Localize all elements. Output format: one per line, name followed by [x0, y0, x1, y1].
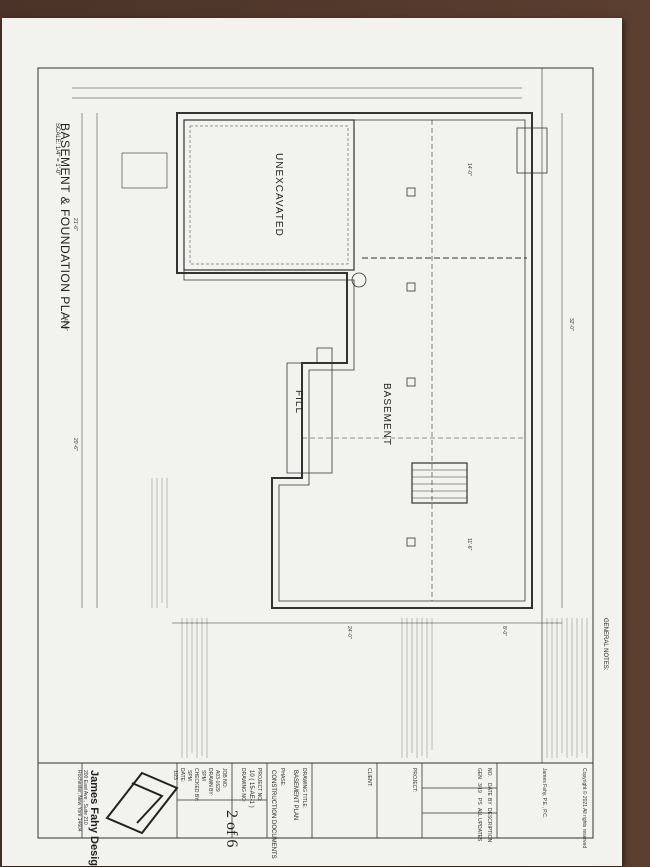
room-fill: FILL: [293, 390, 304, 415]
revision-header-date: DATE: [486, 783, 492, 796]
checked-by-value: SPM: [186, 770, 192, 781]
client-label: CLIENT:: [366, 768, 372, 787]
sump-pit: [351, 272, 367, 288]
unexcavated-footing: [189, 125, 349, 265]
checked-by-label: CHECKED BY:: [193, 768, 199, 802]
drawing-no-label: DRAWING NO:: [240, 768, 246, 803]
project-label: PROJECT:: [411, 768, 417, 793]
pier: [406, 187, 416, 197]
phase-label: PHASE:: [279, 768, 285, 787]
unexcavated-area: [183, 119, 355, 271]
dimension-label: 21'-6": [72, 218, 78, 231]
pier: [406, 537, 416, 547]
note-box: [121, 152, 168, 189]
date-label: DATE:: [179, 768, 185, 783]
drawn-by-value: SPM: [200, 770, 206, 781]
dimension-label: 42'-0": [62, 318, 68, 331]
pier: [406, 282, 416, 292]
floor-plan-drawing: [37, 67, 594, 839]
sheet-border: [37, 67, 594, 839]
revision-description: ALL UPDATES: [476, 808, 482, 842]
firm-logo: [105, 771, 179, 835]
dimension-label: 11'-6": [466, 538, 472, 551]
drawing-scale: SCALE: 1/4" = 1'-0": [54, 123, 60, 176]
project-no-label: PROJECT NO:: [256, 768, 262, 802]
drawing-title-value: BASEMENT PLAN: [292, 770, 298, 821]
sheet-number: 2 of 6: [223, 810, 240, 848]
bulkhead-door: [516, 127, 548, 174]
job-no-value: A03-1629: [214, 770, 220, 792]
drawing-title-label: DRAWING TITLE:: [301, 768, 307, 809]
revision-by: PS: [476, 798, 482, 805]
job-no-label: JOB NO:: [221, 768, 227, 789]
firm-address-2: Rochester, New York 14604: [76, 770, 82, 832]
foundation-wall: [176, 112, 533, 609]
blueprint-sheet: BASEMENT & FOUNDATION PLAN SCALE: 1/4" =…: [2, 18, 622, 867]
revision-no: GEN: [476, 768, 482, 779]
drawing-title: BASEMENT & FOUNDATION PLAN: [58, 123, 72, 330]
copyright-note: Copyright © 2021 All rights reserved: [581, 768, 587, 849]
room-basement: BASEMENT: [381, 383, 392, 447]
revision-date: 3/19: [476, 783, 482, 793]
project-no-value: 10 ( 15-AE-1 ): [248, 770, 254, 808]
dimension-label: 8'-0": [501, 626, 507, 636]
general-notes-text: [151, 478, 588, 758]
engineer-name: James Fahy, P.E., P.C.: [541, 768, 547, 819]
phase-value: CONSTRUCTION DOCUMENTS: [270, 770, 276, 859]
revision-header-by: BY: [486, 798, 492, 805]
firm-address-1: 200 East Ave., Suite 210: [82, 770, 88, 825]
firm-name: James Fahy Design: [88, 770, 100, 867]
revision-header-no: NO.: [486, 768, 492, 777]
title-block-grid: [81, 763, 498, 838]
general-notes-title: GENERAL NOTES:: [602, 618, 608, 671]
pier: [406, 377, 416, 387]
revision-header-description: DESCRIPTION: [486, 808, 492, 843]
dimension-label: 24'-0": [346, 626, 352, 639]
drawn-by-label: DRAWN BY:: [207, 768, 213, 796]
date-value: 1/23: [172, 770, 178, 780]
fill-area: [286, 347, 333, 474]
room-unexcavated: UNEXCAVATED: [273, 153, 284, 237]
dimension-label: 20'-6": [72, 438, 78, 451]
dimension-label: 14'-0": [466, 163, 472, 176]
foundation-wall-inner: [183, 119, 526, 602]
stair: [411, 462, 468, 504]
dimension-label: 32'-0": [568, 318, 574, 331]
